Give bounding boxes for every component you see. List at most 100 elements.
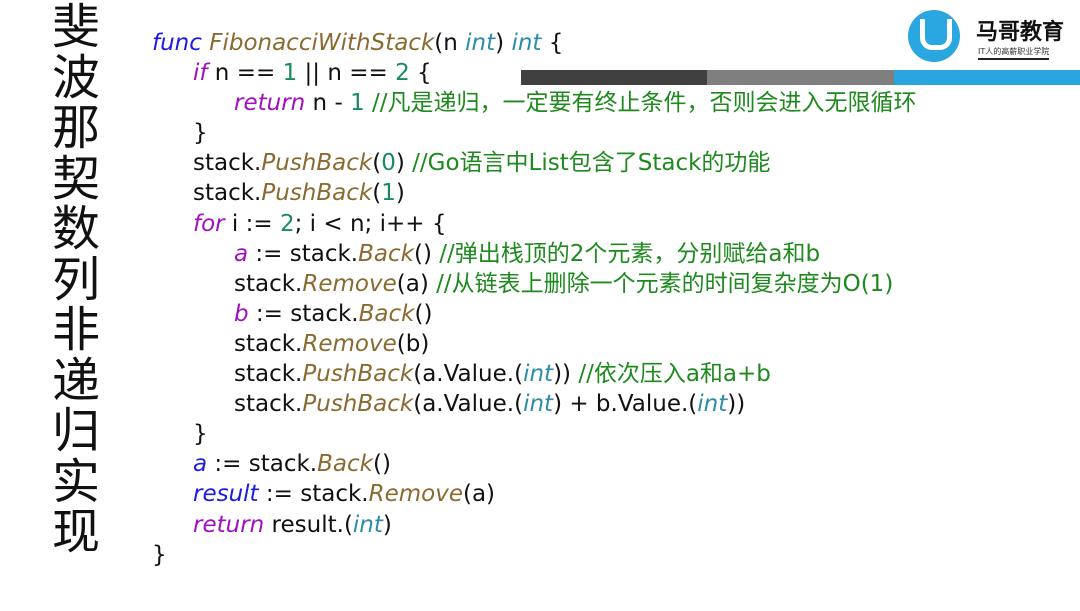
code-token: Remove bbox=[302, 330, 397, 357]
logo-tagline: IT人的高薪职业学院 bbox=[978, 46, 1050, 60]
code-token: (a) bbox=[462, 481, 496, 508]
title-char: 斐 bbox=[51, 0, 100, 55]
code-block: func FibonacciWithStack(n int) int {if n… bbox=[152, 28, 917, 570]
code-token: Remove bbox=[302, 270, 397, 297]
logo-icon bbox=[908, 10, 960, 62]
code-token: result bbox=[193, 481, 259, 508]
code-line: if n == 1 || n == 2 { bbox=[152, 58, 917, 88]
code-comment: //凡是递归，一定要有终止条件，否则会进入无限循环 bbox=[364, 90, 917, 117]
code-token: := stack. bbox=[248, 240, 359, 267]
title-char: 实 bbox=[51, 453, 100, 510]
code-token: 2 bbox=[279, 210, 295, 237]
code-line: return result.(int) bbox=[152, 510, 917, 540]
code-token: stack. bbox=[193, 150, 262, 177]
code-comment: //Go语言中List包含了Stack的功能 bbox=[412, 150, 771, 177]
code-token: Remove bbox=[368, 481, 463, 508]
code-token: stack. bbox=[193, 180, 262, 207]
code-token: { bbox=[409, 60, 432, 87]
code-token: PushBack bbox=[302, 391, 414, 418]
code-token: func bbox=[152, 30, 210, 56]
title-char: 现 bbox=[51, 504, 100, 560]
code-line: b := stack.Back() bbox=[152, 299, 917, 329]
code-token: PushBack bbox=[261, 180, 373, 207]
code-token: () bbox=[413, 240, 440, 267]
bar-dark bbox=[521, 70, 708, 85]
title-char: 递 bbox=[51, 352, 100, 409]
code-line: stack.PushBack(1) bbox=[152, 178, 917, 208]
code-token: stack. bbox=[234, 391, 303, 418]
code-token: (n bbox=[434, 30, 466, 56]
code-line: func FibonacciWithStack(n int) int { bbox=[152, 28, 917, 58]
title-char: 列 bbox=[51, 251, 100, 308]
code-token: ) bbox=[382, 511, 392, 538]
code-token: int bbox=[697, 391, 728, 418]
title-char: 非 bbox=[51, 302, 100, 358]
code-token: PushBack bbox=[261, 150, 373, 177]
slide-title: 斐波那契数列非递归实现 bbox=[46, 2, 106, 558]
code-token: } bbox=[193, 421, 208, 448]
code-token: n == bbox=[207, 60, 283, 87]
code-line: a := stack.Back() //弹出栈顶的2个元素，分别赋给a和b bbox=[152, 239, 917, 269]
code-token: b bbox=[234, 300, 249, 327]
code-comment: //弹出栈顶的2个元素，分别赋给a和b bbox=[439, 240, 821, 267]
code-token: 2 bbox=[395, 60, 410, 87]
code-token: := stack. bbox=[258, 481, 369, 508]
code-line: result := stack.Remove(a) bbox=[152, 479, 917, 509]
bar-gray bbox=[707, 70, 894, 85]
code-token: (b) bbox=[396, 330, 430, 357]
code-line: a := stack.Back() bbox=[152, 449, 917, 479]
code-token: stack. bbox=[234, 361, 303, 388]
code-comment: //从链表上删除一个元素的时间复杂度为O(1) bbox=[436, 270, 894, 297]
code-token: int bbox=[465, 30, 496, 56]
code-token: int bbox=[352, 511, 383, 538]
code-token: a bbox=[234, 240, 249, 267]
code-token: ) bbox=[395, 180, 405, 207]
code-token: if bbox=[193, 60, 208, 87]
code-token: (a.Value.( bbox=[413, 391, 524, 418]
code-token: int bbox=[523, 361, 554, 388]
code-line: return n - 1 //凡是递归，一定要有终止条件，否则会进入无限循环 bbox=[152, 88, 917, 118]
code-token: ( bbox=[372, 150, 382, 177]
code-line: } bbox=[152, 540, 917, 570]
code-token: () bbox=[372, 451, 391, 478]
code-comment: //依次压入a和a+b bbox=[578, 361, 771, 388]
code-token: (a.Value.( bbox=[413, 361, 524, 388]
code-token: ) bbox=[495, 30, 512, 56]
code-token: 1 bbox=[350, 90, 365, 117]
code-token: int bbox=[511, 30, 542, 56]
title-char: 归 bbox=[51, 403, 100, 459]
code-token: } bbox=[193, 120, 208, 147]
bar-blue bbox=[893, 70, 1080, 85]
code-token: 1 bbox=[381, 180, 396, 207]
code-token: stack. bbox=[234, 270, 303, 297]
code-token: return bbox=[193, 511, 265, 538]
code-token: result.( bbox=[264, 511, 353, 538]
logo-name: 马哥教育 bbox=[976, 20, 1065, 45]
code-token: stack. bbox=[234, 330, 303, 357]
code-token: i := bbox=[224, 210, 280, 237]
code-token: Back bbox=[358, 300, 415, 327]
code-token: } bbox=[152, 541, 167, 568]
code-token: return bbox=[234, 90, 306, 117]
code-token: PushBack bbox=[302, 361, 414, 388]
title-char: 契 bbox=[51, 150, 100, 207]
code-line: stack.PushBack(a.Value.(int) + b.Value.(… bbox=[152, 389, 917, 419]
code-token: )) bbox=[553, 361, 579, 388]
code-token: := stack. bbox=[207, 451, 318, 478]
code-token: n - bbox=[305, 90, 351, 117]
code-token: () bbox=[414, 300, 433, 327]
code-line: } bbox=[152, 118, 917, 148]
logo: 马哥教育 IT人的高薪职业学院 bbox=[906, 6, 1080, 62]
code-line: } bbox=[152, 419, 917, 449]
code-token: 0 bbox=[381, 150, 396, 177]
code-token: Back bbox=[317, 451, 373, 478]
code-token: { bbox=[541, 30, 564, 56]
title-char: 数 bbox=[51, 201, 100, 257]
code-line: stack.Remove(a) //从链表上删除一个元素的时间复杂度为O(1) bbox=[152, 269, 917, 299]
code-line: for i := 2; i < n; i++ { bbox=[152, 209, 917, 239]
code-token: || n == bbox=[297, 60, 396, 87]
code-line: stack.Remove(b) bbox=[152, 329, 917, 359]
code-token: for bbox=[193, 210, 225, 237]
decorative-bars bbox=[521, 70, 1080, 85]
code-token: := stack. bbox=[248, 300, 359, 327]
